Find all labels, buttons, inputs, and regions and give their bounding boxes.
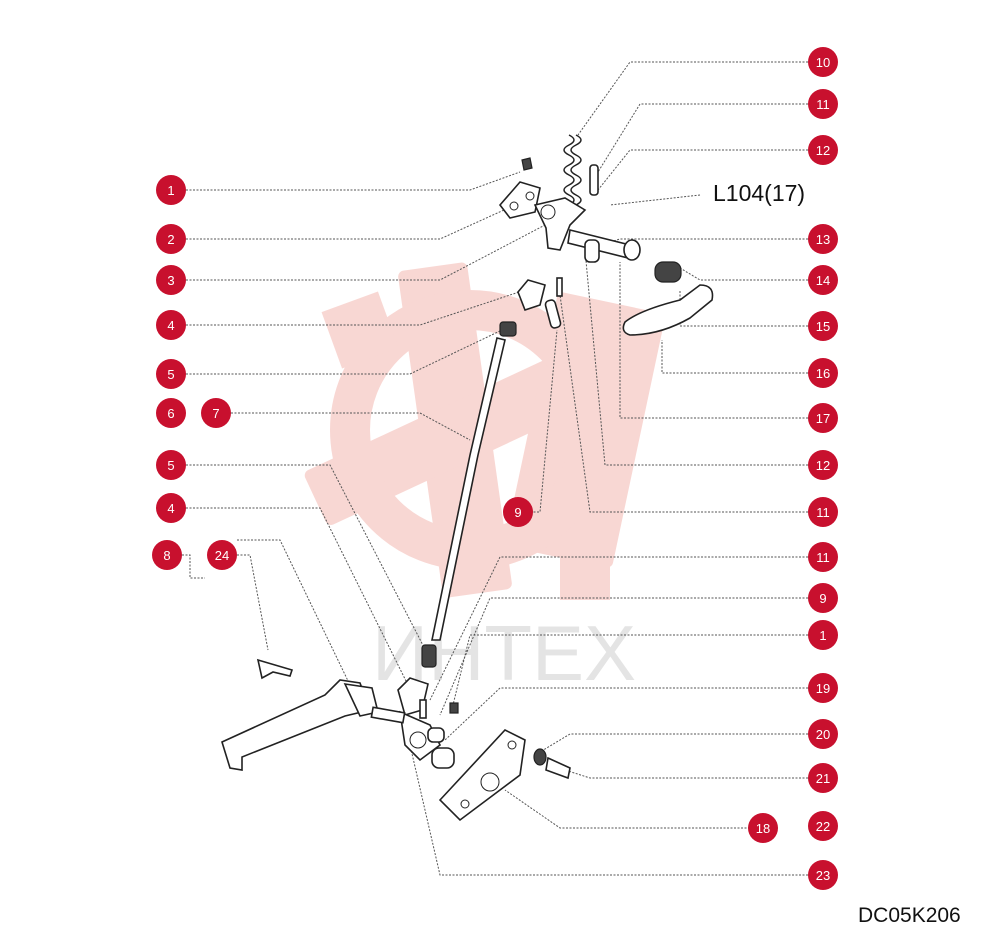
callout-21: 21	[808, 763, 838, 793]
callout-23: 23	[808, 860, 838, 890]
svg-text:7: 7	[212, 406, 219, 421]
svg-text:20: 20	[816, 727, 830, 742]
svg-text:4: 4	[167, 501, 174, 516]
svg-text:1: 1	[819, 628, 826, 643]
nut-part	[499, 321, 517, 337]
svg-text:10: 10	[816, 55, 830, 70]
svg-text:15: 15	[816, 319, 830, 334]
plate-part	[438, 729, 526, 822]
pin-part	[419, 699, 427, 719]
callout-22: 22	[808, 811, 838, 841]
svg-text:5: 5	[167, 458, 174, 473]
callout-markers: 1 2 3 4 5 6 7 5 4 8 24 9 10 11 12 13 14 …	[152, 47, 838, 890]
callout-1-top: 1	[156, 175, 186, 205]
pin-part	[589, 164, 599, 196]
callout-9-right: 9	[808, 583, 838, 613]
pin-part	[427, 727, 445, 743]
svg-text:13: 13	[816, 232, 830, 247]
callout-9-left: 9	[503, 497, 533, 527]
callout-20: 20	[808, 719, 838, 749]
callout-17: 17	[808, 403, 838, 433]
callout-12-top: 12	[808, 135, 838, 165]
rod-part	[431, 337, 506, 641]
svg-text:8: 8	[163, 548, 170, 563]
svg-text:1: 1	[167, 183, 174, 198]
svg-text:19: 19	[816, 681, 830, 696]
callout-13: 13	[808, 224, 838, 254]
diagram-code: DC05K206	[858, 904, 961, 927]
callout-11-bottom: 11	[808, 542, 838, 572]
callout-5-top: 5	[156, 359, 186, 389]
svg-text:16: 16	[816, 366, 830, 381]
fork-part	[517, 279, 546, 311]
callout-12-mid: 12	[808, 450, 838, 480]
bush-part	[431, 747, 455, 769]
shaft-part	[370, 706, 406, 724]
callout-4-top: 4	[156, 310, 186, 340]
svg-text:5: 5	[167, 367, 174, 382]
bush-part	[623, 239, 641, 261]
svg-text:14: 14	[816, 273, 830, 288]
svg-text:11: 11	[816, 97, 830, 112]
svg-text:23: 23	[816, 868, 830, 883]
callout-5-bottom: 5	[156, 450, 186, 480]
leader-lines	[182, 61, 808, 876]
svg-text:24: 24	[215, 548, 229, 563]
svg-text:12: 12	[816, 458, 830, 473]
callout-1-bottom: 1	[808, 620, 838, 650]
key-part	[256, 658, 294, 680]
callout-11-mid: 11	[808, 497, 838, 527]
mechanism-parts	[221, 134, 714, 822]
svg-text:22: 22	[816, 819, 830, 834]
callout-3: 3	[156, 265, 186, 295]
pin-part	[556, 277, 563, 297]
nut-part	[421, 644, 437, 668]
watermark-logo: ИНТЕХ	[304, 262, 665, 697]
callout-24: 24	[207, 540, 237, 570]
handle-part	[221, 679, 372, 771]
callout-14: 14	[808, 265, 838, 295]
callout-7: 7	[201, 398, 231, 428]
nut-part	[521, 157, 533, 171]
svg-text:21: 21	[816, 771, 830, 786]
callout-8: 8	[152, 540, 182, 570]
svg-text:11: 11	[816, 550, 830, 565]
callout-6: 6	[156, 398, 186, 428]
callout-19: 19	[808, 673, 838, 703]
callout-10: 10	[808, 47, 838, 77]
callout-18: 18	[748, 813, 778, 843]
spring-part	[563, 134, 582, 206]
svg-text:6: 6	[167, 406, 174, 421]
spacer-part	[654, 261, 682, 283]
callout-15: 15	[808, 311, 838, 341]
callout-11-top: 11	[808, 89, 838, 119]
nut-part	[449, 702, 459, 714]
svg-text:17: 17	[816, 411, 830, 426]
svg-text:2: 2	[167, 232, 174, 247]
reference-label: L104(17)	[713, 180, 806, 206]
callout-4-bottom: 4	[156, 493, 186, 523]
svg-text:18: 18	[756, 821, 770, 836]
pin-part	[584, 239, 600, 263]
callout-2: 2	[156, 224, 186, 254]
svg-text:9: 9	[819, 591, 826, 606]
svg-text:9: 9	[514, 505, 521, 520]
handle-part	[622, 284, 714, 336]
svg-text:11: 11	[816, 505, 830, 520]
washer-part	[533, 748, 547, 766]
bracket-part	[498, 181, 541, 219]
svg-text:3: 3	[167, 273, 174, 288]
svg-text:12: 12	[816, 143, 830, 158]
callout-16: 16	[808, 358, 838, 388]
bolt-part	[545, 756, 571, 780]
svg-text:4: 4	[167, 318, 174, 333]
pin-part	[544, 299, 562, 329]
